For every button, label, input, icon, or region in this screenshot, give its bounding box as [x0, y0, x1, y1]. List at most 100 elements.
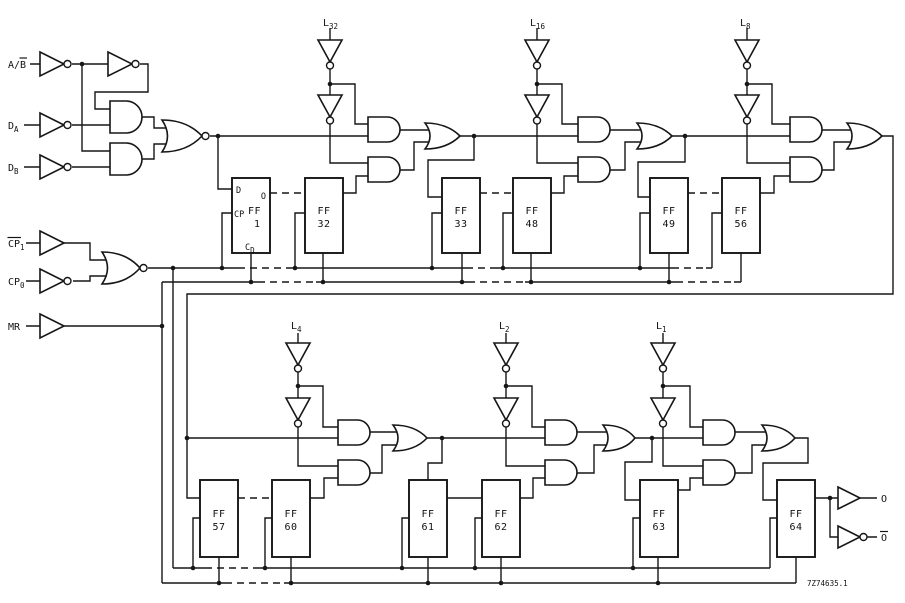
drawing-number: 7Z74635.1 — [807, 579, 848, 588]
inverter-icon-l4-b — [284, 397, 312, 422]
ff1-pin-cp: CP — [234, 210, 244, 220]
or-gate-stage16 — [635, 122, 674, 150]
flipflop-ff57-name: FF — [212, 509, 225, 520]
junction-dot — [248, 279, 254, 285]
flipflop-ff63-number: 63 — [652, 522, 665, 533]
flipflop-ff48-box — [512, 177, 552, 254]
flipflop-ff64-box — [776, 479, 816, 558]
junction-dot — [327, 81, 333, 87]
bubble — [201, 131, 210, 141]
flipflop-ff60-number: 60 — [284, 522, 297, 533]
junction-dot — [744, 81, 750, 87]
load-label-l8: L8 — [740, 18, 751, 31]
or-gate-stage4 — [391, 424, 429, 452]
and-gate-stage32-load — [367, 116, 401, 143]
load-label-l1: L1 — [656, 321, 667, 334]
nor-gate-clock — [100, 251, 142, 285]
junction-dot — [682, 133, 688, 139]
input-label-cp1: CP1 — [8, 239, 25, 252]
bubble — [658, 419, 668, 428]
bubble — [501, 364, 511, 373]
inverter-icon-l16-a — [523, 39, 551, 64]
ff1-pin-cd: CD — [245, 243, 255, 255]
flipflop-ff56-number: 56 — [734, 219, 747, 230]
wire-and-or-bottom — [370, 431, 768, 474]
junction-dot — [827, 495, 833, 501]
flipflop-ff49-name: FF — [662, 206, 675, 217]
bubble — [742, 116, 752, 125]
and-gate-stage4-hold — [337, 459, 371, 486]
junction-dot — [216, 580, 222, 586]
inverter-icon-l2-a — [492, 342, 520, 367]
ff1-pin-d: D — [236, 186, 241, 196]
flipflop-ff64-name: FF — [789, 509, 802, 520]
flipflop-ff32-name: FF — [317, 206, 330, 217]
inverter-icon-l32-b — [316, 94, 344, 119]
flipflop-ff33-name: FF — [454, 206, 467, 217]
output-label-no: O — [881, 533, 887, 544]
wire-and-or-top — [400, 129, 853, 171]
flipflop-ff32-box — [304, 177, 344, 254]
junction-dots — [79, 61, 833, 586]
and-gate-stage2-load — [544, 419, 578, 446]
flipflop-ff62-name: FF — [494, 509, 507, 520]
load-label-l16: L16 — [530, 18, 546, 31]
bubble — [63, 120, 72, 130]
flipflop-ff61-name: FF — [421, 509, 434, 520]
inverter-icon-l32-a — [316, 39, 344, 64]
junction-dot — [184, 435, 190, 441]
bubble — [325, 116, 335, 125]
inverter-icon-l8-a — [733, 39, 761, 64]
input-label-da: DA — [8, 121, 19, 134]
flipflop-ff48-name: FF — [525, 206, 538, 217]
bubble — [139, 263, 148, 273]
junction-dot — [649, 435, 655, 441]
junction-dot — [655, 580, 661, 586]
wire-cd-top — [161, 253, 742, 583]
inverter-icon-cp0 — [39, 267, 66, 295]
wire-cd-bottom — [162, 557, 797, 584]
input-label-mr: MR — [8, 322, 21, 333]
bubble — [532, 61, 542, 70]
buffer-icon-cp1 — [39, 229, 66, 257]
wire-ff-output-taps-top — [342, 175, 796, 194]
and-gate-data-b — [109, 142, 143, 176]
bubble — [658, 364, 668, 373]
wire-main-top — [186, 135, 894, 499]
junction-dot — [503, 383, 509, 389]
junction-dot — [190, 565, 196, 571]
buffer-icon-out-o — [837, 485, 862, 511]
and-gate-stage2-hold — [544, 459, 578, 486]
gates — [39, 39, 884, 550]
junction-dot — [219, 265, 225, 271]
flipflop-ff1-name: FF — [248, 206, 261, 217]
bubble — [742, 61, 752, 70]
inverter-icon-l16-b — [523, 94, 551, 119]
or-gate-stage2 — [601, 424, 637, 452]
wire-o-level-bottom — [310, 477, 877, 538]
and-gate-stage1-hold — [702, 459, 736, 486]
wiring — [24, 28, 894, 584]
flipflop-ff62-number: 62 — [494, 522, 507, 533]
flipflop-ff33-box — [441, 177, 481, 254]
wire-clock-top — [148, 212, 722, 568]
junction-dot — [500, 265, 506, 271]
and-gate-stage16-load — [577, 116, 611, 143]
junction-dot — [170, 265, 176, 271]
junction-dot — [288, 580, 294, 586]
bubble — [63, 162, 72, 172]
load-label-l32: L32 — [323, 18, 338, 31]
junction-dot — [295, 383, 301, 389]
junction-dot — [429, 265, 435, 271]
inverter-icon-l1-a — [649, 342, 677, 367]
bubble — [293, 364, 303, 373]
and-gate-stage4-load — [337, 419, 371, 446]
inverter-icon-a-nb-2 — [107, 50, 134, 78]
flipflop-ff60-name: FF — [284, 509, 297, 520]
flipflop-ff62-box — [481, 479, 521, 558]
junction-dot — [399, 565, 405, 571]
and-gate-stage16-hold — [577, 156, 611, 183]
junction-dot — [498, 580, 504, 586]
bubble — [325, 61, 335, 70]
